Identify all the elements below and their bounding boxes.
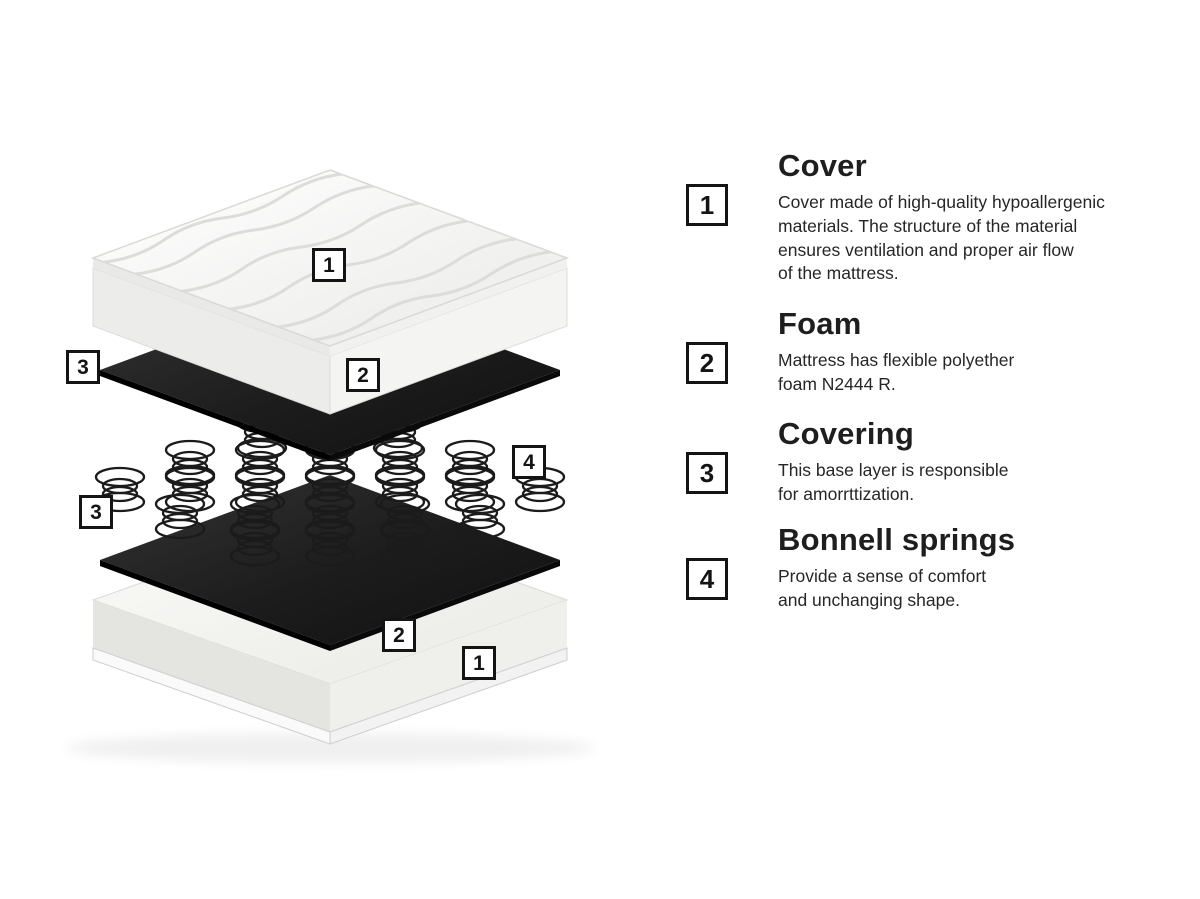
legend-text-covering: Covering This base layer is responsible … xyxy=(778,416,1160,507)
legend-badge-1: 1 xyxy=(686,184,728,226)
diagram-badge-cover: 1 xyxy=(312,248,346,282)
floor-shadow xyxy=(65,733,595,763)
legend-desc-cover: Cover made of high-quality hypoallergeni… xyxy=(778,192,1105,284)
diagram-badge-springs: 4 xyxy=(512,445,546,479)
base-cover-layer xyxy=(92,647,568,745)
legend-title-covering: Covering xyxy=(778,416,914,451)
legend-item-foam: 2 Foam Mattress has flexible polyether f… xyxy=(680,306,1160,397)
legend-item-bonnell-springs: 4 Bonnell springs Provide a sense of com… xyxy=(680,522,1160,613)
legend-item-cover: 1 Cover Cover made of high-quality hypoa… xyxy=(680,148,1160,286)
diagram-badge-foam-bottom: 2 xyxy=(382,618,416,652)
legend-title-bonnell-springs: Bonnell springs xyxy=(778,522,1016,557)
legend-title-foam: Foam xyxy=(778,306,862,341)
legend-text-cover: Cover Cover made of high-quality hypoall… xyxy=(778,148,1160,286)
mattress-illustration xyxy=(65,169,595,763)
legend-badge-2: 2 xyxy=(686,342,728,384)
legend-title-cover: Cover xyxy=(778,148,867,183)
diagram-badge-covering-bottom: 3 xyxy=(79,495,113,529)
legend-text-foam: Foam Mattress has flexible polyether foa… xyxy=(778,306,1160,397)
legend-badge-4: 4 xyxy=(686,558,728,600)
legend-desc-bonnell-springs: Provide a sense of comfort and unchangin… xyxy=(778,566,987,610)
legend-item-covering: 3 Covering This base layer is responsibl… xyxy=(680,416,1160,507)
diagram-badge-cover-bottom: 1 xyxy=(462,646,496,680)
legend-badge-3: 3 xyxy=(686,452,728,494)
legend-desc-covering: This base layer is responsible for amorr… xyxy=(778,460,1009,504)
diagram-badge-foam-top: 2 xyxy=(346,358,380,392)
legend-text-bonnell-springs: Bonnell springs Provide a sense of comfo… xyxy=(778,522,1160,613)
legend-desc-foam: Mattress has flexible polyether foam N24… xyxy=(778,350,1015,394)
diagram-badge-covering-top: 3 xyxy=(66,350,100,384)
cover-wave-texture xyxy=(103,172,552,342)
